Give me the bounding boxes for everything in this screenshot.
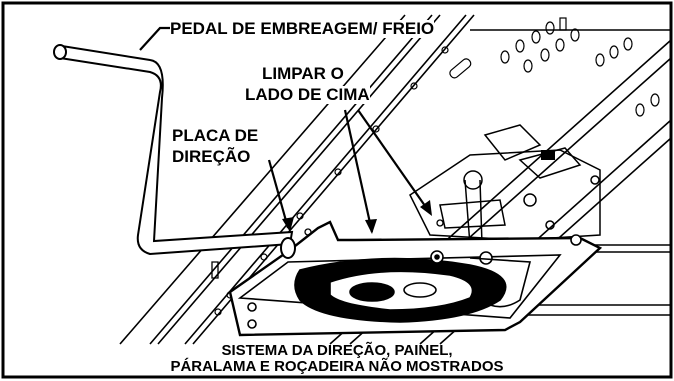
label-top-side-line2: LADO DE CIMA [245, 85, 370, 104]
left-rail-holes [214, 46, 449, 316]
pedal-rod [53, 44, 296, 259]
label-steering-plate-line2: DIREÇÃO [172, 147, 251, 166]
leader-lines [139, 26, 431, 233]
mechanism-dark-block [541, 150, 555, 160]
rail-hardware [211, 219, 444, 279]
label-steering-plate-line1: PLACA DE [172, 126, 259, 145]
steering-plate [228, 220, 603, 337]
caption-line2: PÁRALAMA E ROÇADEIRA NÃO MOSTRADOS [170, 358, 504, 375]
label-top-side-line1: LIMPAR O [262, 64, 344, 83]
arrow-heads [282, 200, 432, 234]
right-rail-holes [449, 17, 660, 117]
label-pedal: PEDAL DE EMBREAGEM/ FREIO [170, 19, 435, 38]
caption-line1: SISTEMA DA DIREÇÃO, PAINEL, [221, 342, 453, 359]
